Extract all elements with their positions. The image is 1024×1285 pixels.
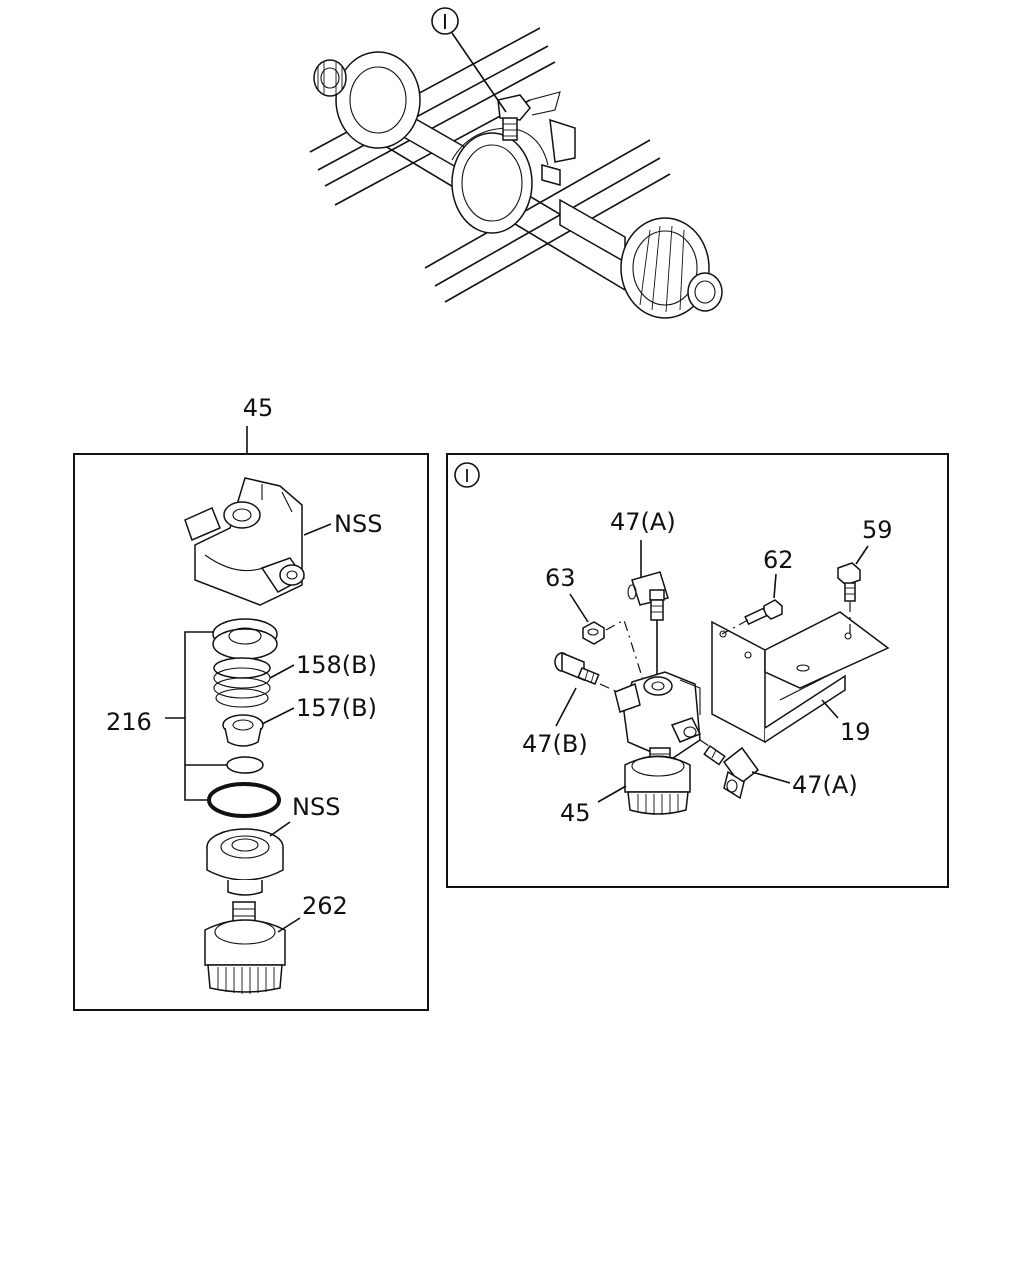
detail-marker-text: I xyxy=(464,466,469,487)
housing-nss-mid: NSS xyxy=(206,793,340,896)
retainer-157b: 157(B) xyxy=(222,694,377,747)
kit-216-bracket: 216 xyxy=(106,631,228,801)
callout-marker-top: I xyxy=(431,7,507,113)
valve-45-mounted: 45 xyxy=(560,671,702,827)
label-45-header: 45 xyxy=(243,394,274,422)
label-nss-top: NSS xyxy=(334,510,382,538)
label-47a-top: 47(A) xyxy=(610,508,676,536)
detail-panel-frame xyxy=(446,453,949,888)
label-47b: 47(B) xyxy=(522,730,588,758)
valve-location xyxy=(497,91,561,141)
label-59: 59 xyxy=(862,516,893,544)
label-47a-right: 47(A) xyxy=(792,771,858,799)
bolt-59: 59 xyxy=(837,516,893,636)
detail-panel: I 19 59 62 xyxy=(446,453,949,888)
callout-marker-text: I xyxy=(442,10,448,34)
o-ring-small xyxy=(226,756,264,774)
fitting-47a-top: 47(A) xyxy=(610,508,676,678)
bracket-19: 19 xyxy=(711,611,890,746)
valve-body-top: NSS xyxy=(184,477,382,606)
label-45-detail: 45 xyxy=(560,799,591,827)
fitting-47a-right: 47(A) xyxy=(699,739,858,800)
nut-63: 63 xyxy=(545,564,646,687)
right-hub xyxy=(620,217,723,319)
washer-top xyxy=(212,618,278,660)
detail-marker-circle xyxy=(454,462,480,488)
label-216: 216 xyxy=(106,708,152,736)
label-19: 19 xyxy=(840,718,871,746)
label-157b: 157(B) xyxy=(296,694,377,722)
left-hub xyxy=(313,51,421,149)
spring-158b: 158(B) xyxy=(213,651,377,708)
filter-cap-262: 262 xyxy=(204,892,348,994)
label-63: 63 xyxy=(545,564,576,592)
bolt-62: 62 xyxy=(721,546,794,635)
label-158b: 158(B) xyxy=(296,651,377,679)
assembly-panel: 45 NSS 216 xyxy=(73,394,429,1011)
fitting-47b: 47(B) xyxy=(522,651,623,758)
label-62: 62 xyxy=(763,546,794,574)
label-262: 262 xyxy=(302,892,348,920)
frame-rails xyxy=(309,27,671,303)
axle-overview: I xyxy=(309,7,723,319)
assembly-panel-frame xyxy=(73,453,429,1011)
o-ring-large xyxy=(207,782,281,818)
label-nss-mid: NSS xyxy=(292,793,340,821)
